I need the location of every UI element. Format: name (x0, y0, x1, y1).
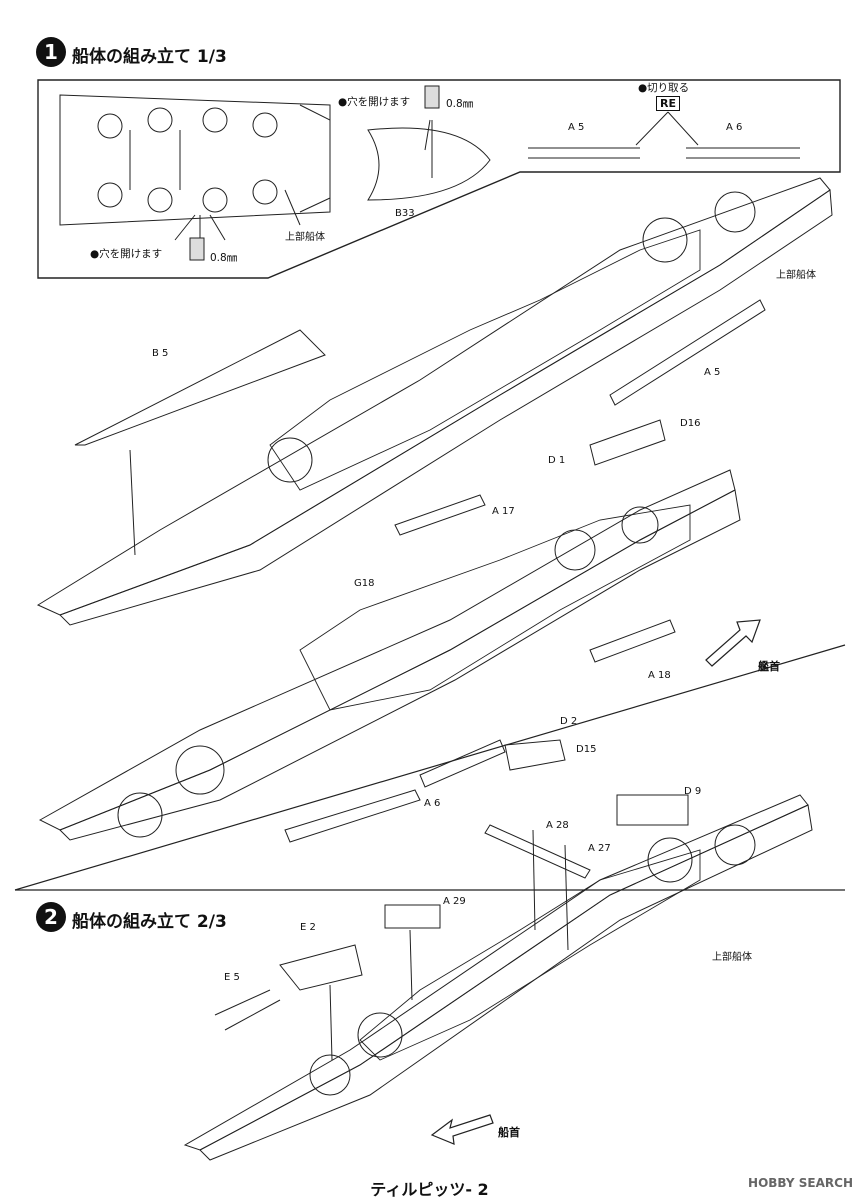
label-d16: D16 (680, 418, 701, 429)
label-a6-detail: A 6 (726, 122, 743, 133)
label-a6: A 6 (424, 798, 441, 809)
section-divider (14, 644, 846, 891)
label-a5: A 5 (704, 367, 721, 378)
part-b33-outline (367, 127, 491, 201)
label-a28: A 28 (546, 820, 569, 831)
drill-size: 0.8㎜ (210, 252, 238, 264)
upper-hull-plan (59, 94, 331, 241)
label-e5: E 5 (224, 972, 240, 983)
label-a29: A 29 (443, 896, 466, 907)
bow-label: 船首 (498, 1126, 520, 1139)
cut-note: ●切り取る (638, 82, 690, 94)
hull-step2 (183, 794, 813, 1161)
bow-label: 艦首 (758, 660, 780, 673)
label-g18: G18 (354, 578, 375, 589)
hull-step1 (36, 177, 833, 626)
label-a5-detail: A 5 (568, 122, 585, 133)
label-d1: D 1 (548, 455, 566, 466)
label-a27: A 27 (588, 843, 611, 854)
label-b33: B33 (395, 208, 415, 219)
page-footer: ティルピッツ- 2 (370, 1180, 489, 1199)
label-d15: D15 (576, 744, 597, 755)
cut-badge: RE (656, 96, 680, 111)
bow-arrow-2 (430, 1114, 494, 1145)
step-2-title: 船体の組み立て 2/3 (72, 912, 227, 932)
label-d2: D 2 (560, 716, 578, 727)
drill-note: ●穴を開けます (90, 248, 163, 260)
step-1-badge: 1 (36, 37, 66, 67)
detail-inset-frame (37, 79, 841, 279)
step-2-badge: 2 (36, 902, 66, 932)
watermark: HOBBY SEARCH (748, 1176, 853, 1190)
label-upper-hull: 上部船体 (712, 952, 752, 963)
label-upper-hull: 上部船体 (776, 270, 816, 281)
drill-size: 0.8㎜ (446, 98, 474, 110)
hull-step1b (38, 469, 741, 843)
label-a18: A 18 (648, 670, 671, 681)
label-e2: E 2 (300, 922, 316, 933)
drill-note: ●穴を開けます (338, 96, 411, 108)
label-upper-hull: 上部船体 (285, 232, 325, 243)
drill-icon (424, 85, 440, 109)
label-d9: D 9 (684, 786, 702, 797)
label-b5: B 5 (152, 348, 169, 359)
step-1-title: 船体の組み立て 1/3 (72, 47, 227, 67)
cut-detail (528, 111, 800, 159)
drill-icon (189, 237, 205, 261)
bow-arrow-1 (705, 619, 761, 667)
label-a17: A 17 (492, 506, 515, 517)
